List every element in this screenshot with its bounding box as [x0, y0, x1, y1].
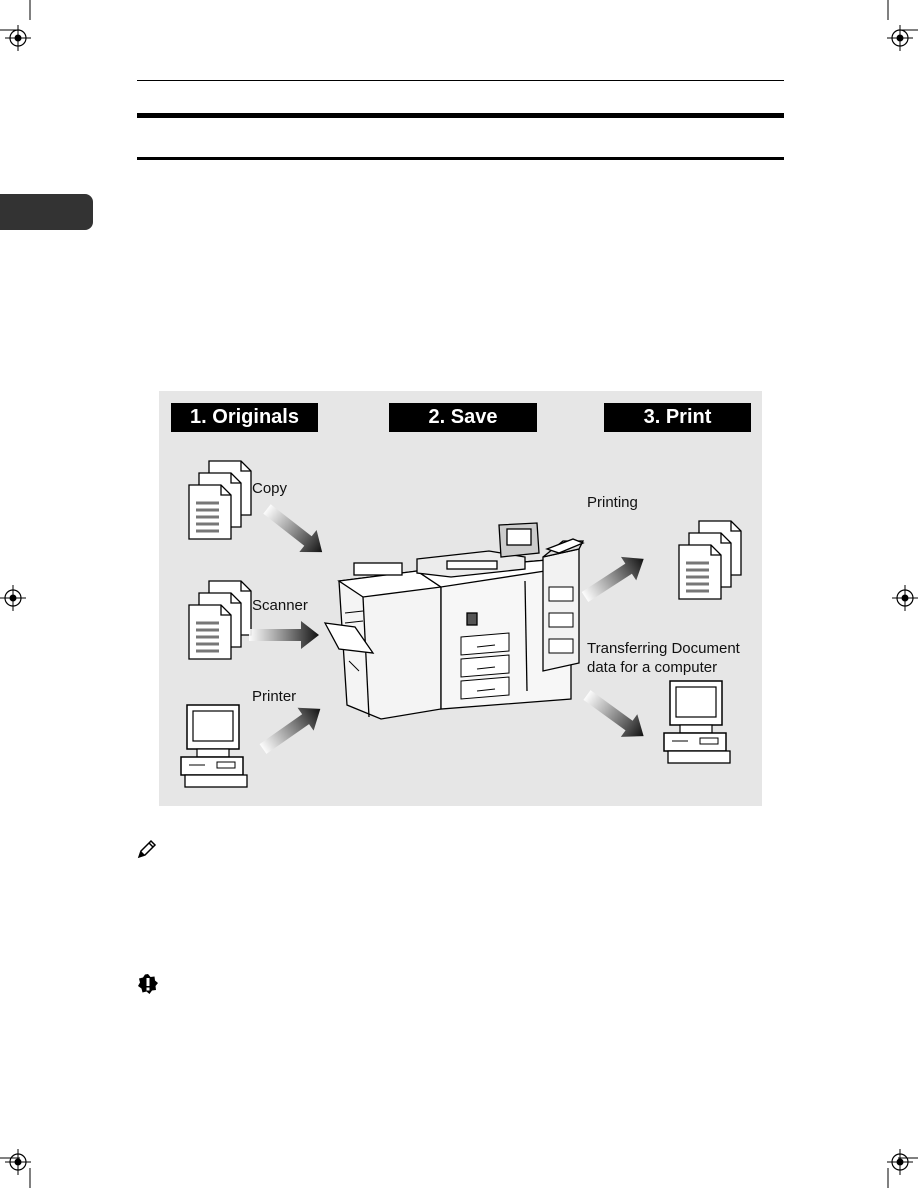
chapter-tab	[0, 194, 93, 230]
copier-machine-icon	[323, 522, 585, 720]
step-save-header: 2. Save	[389, 403, 537, 432]
scanner-originals-icon	[187, 579, 253, 661]
step-print-header: 3. Print	[604, 403, 751, 432]
pencil-note-icon	[137, 839, 157, 859]
printing-label: Printing	[587, 494, 638, 511]
scanner-arrow	[249, 621, 319, 649]
printer-computer-icon	[180, 704, 248, 788]
header-rule-thin	[137, 80, 784, 81]
printer-arrow	[254, 697, 329, 761]
transfer-label-line1: Transferring Document	[587, 640, 740, 657]
destination-computer-icon	[663, 680, 731, 764]
crosshair-registration-icon	[4, 1148, 32, 1176]
transfer-arrow	[578, 683, 652, 748]
scanner-label: Scanner	[252, 597, 308, 614]
diagram-artwork	[180, 459, 743, 788]
printer-label: Printer	[252, 688, 297, 705]
printing-arrow	[577, 547, 652, 609]
crosshair-registration-icon	[886, 1148, 914, 1176]
section-rule-top	[137, 113, 784, 118]
printed-documents-icon	[677, 519, 743, 601]
copy-arrow	[258, 497, 331, 564]
crosshair-registration-icon	[886, 24, 914, 52]
copy-originals-icon	[187, 459, 253, 541]
transfer-label-line2: data for a computer	[587, 659, 718, 676]
step-originals-header: 1. Originals	[171, 403, 318, 432]
copy-label: Copy	[252, 480, 288, 497]
crosshair-registration-icon	[0, 584, 27, 612]
crosshair-registration-icon	[4, 24, 32, 52]
important-exclamation-icon	[138, 974, 158, 994]
section-rule-bottom	[137, 157, 784, 160]
crosshair-registration-icon	[891, 584, 918, 612]
